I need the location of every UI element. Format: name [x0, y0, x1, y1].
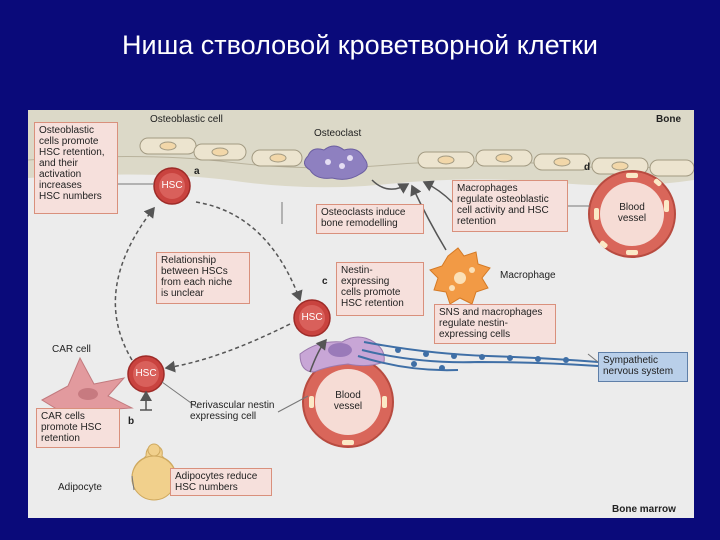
- osteoblastic-cell-label: Osteoblastic cell: [150, 114, 223, 125]
- car-box: CAR cells promote HSC retention: [36, 408, 120, 448]
- hsc-cells: [127, 167, 331, 393]
- dashed-arrows: [114, 201, 303, 373]
- macrophage-cell: [429, 247, 491, 305]
- adipocytes-box: Adipocytes reduce HSC numbers: [170, 468, 272, 496]
- adipocyte-label: Adipocyte: [58, 482, 102, 493]
- relationship-box: Relationship between HSCs from each nich…: [156, 252, 250, 304]
- panel-label-b: b: [128, 416, 135, 427]
- bone-marrow-label: Bone marrow: [612, 504, 676, 515]
- nestin-nucleus: [328, 343, 352, 357]
- bone-label: Bone: [656, 114, 681, 125]
- osteoclast-cell: [304, 145, 368, 180]
- panel-label-c: c: [322, 276, 328, 287]
- sympathetic-nerve: [357, 341, 599, 372]
- vessel-bottom-label: Blood vessel: [333, 390, 363, 412]
- panel-label-a: a: [194, 166, 200, 177]
- solid-arrows: [140, 179, 453, 410]
- osteoblastic-cells: [139, 137, 694, 177]
- bone-layer: [28, 110, 694, 188]
- hsc-b-label: HSC: [135, 368, 157, 379]
- car-nucleus: [78, 388, 98, 400]
- sns-box: SNS and macrophages regulate nestin- exp…: [434, 304, 556, 344]
- macrophages-box: Macrophages regulate osteoblastic cell a…: [452, 180, 568, 232]
- osteoclasts-box: Osteoclasts induce bone remodelling: [316, 204, 424, 234]
- blood-vessel-top: [588, 170, 676, 258]
- box-connectors: [112, 183, 599, 491]
- slide-title: Ниша стволовой кроветворной клетки: [121, 30, 598, 60]
- perivascular-label: Perivascular nestin expressing cell: [190, 400, 275, 422]
- adipocyte-cell: [131, 443, 177, 501]
- hsc-c-label: HSC: [301, 312, 323, 323]
- vessel-top-label: Blood vessel: [617, 202, 647, 224]
- diagram-artwork: [28, 110, 694, 501]
- panel-label-d: d: [584, 162, 591, 173]
- osteoblastic-box: Osteoblastic cells promote HSC retention…: [34, 122, 118, 214]
- osteoclast-label: Osteoclast: [314, 128, 362, 139]
- nerve-varicosities: [395, 347, 569, 371]
- sympathetic-box: Sympathetic nervous system: [598, 352, 688, 382]
- niche-diagram: Osteoblastic cell Bone Osteoclast a d c …: [28, 110, 694, 518]
- car-cell-label: CAR cell: [52, 344, 91, 355]
- nestin-box: Nestin- expressing cells promote HSC ret…: [336, 262, 424, 316]
- hsc-a-label: HSC: [161, 180, 183, 191]
- macrophage-label: Macrophage: [500, 270, 556, 281]
